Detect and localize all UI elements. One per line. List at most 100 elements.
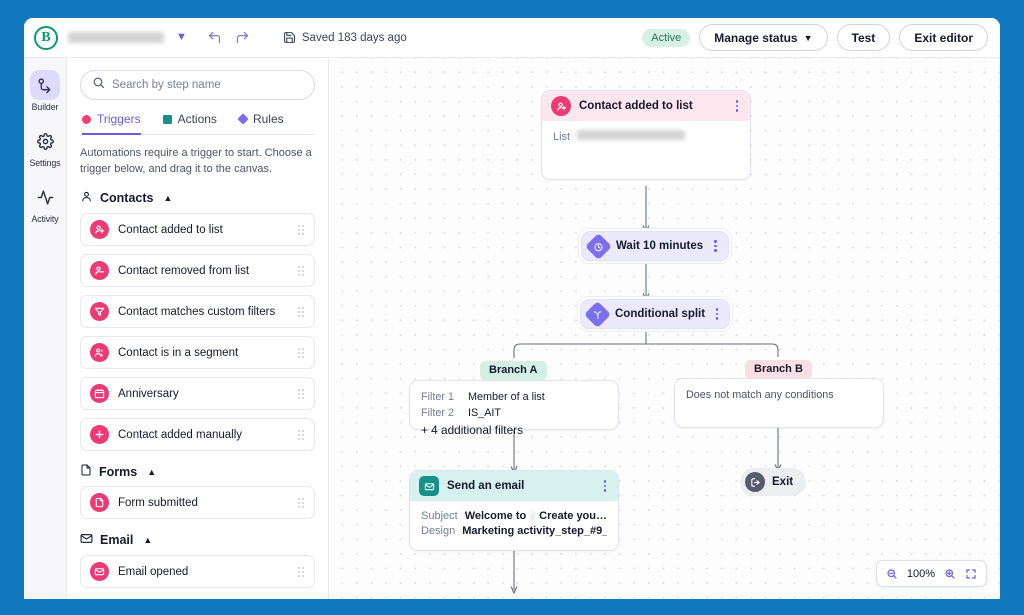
rail-item-activity[interactable]: Activity [24, 182, 66, 224]
zoom-in-icon[interactable] [944, 568, 956, 580]
search-icon [92, 76, 105, 94]
subject-before: Welcome to [464, 510, 527, 522]
search-box[interactable] [80, 70, 315, 100]
group-header-email[interactable]: Email ▲ [80, 532, 315, 548]
rule-marker-icon [237, 113, 249, 125]
field-value-redacted [577, 130, 686, 140]
panel-tabs: Triggers Actions Rules [80, 112, 315, 135]
exit-pill: Exit [740, 468, 807, 496]
chevron-up-icon: ▲ [143, 535, 153, 546]
node-title: Conditional split [615, 308, 706, 320]
node-split-pill: Conditional split [580, 299, 731, 329]
trigger-marker-icon [82, 114, 91, 124]
step-label: Contact is in a segment [118, 346, 239, 359]
node-contact-added-to-list[interactable]: Contact added to list List [541, 90, 751, 180]
redo-icon[interactable] [231, 26, 255, 50]
node-menu-icon[interactable] [601, 478, 609, 493]
step-card-contact-is-in-a-segment[interactable]: Contact is in a segment [80, 336, 315, 370]
node-body: Subject Welcome to Create you… Design Ma… [410, 501, 618, 550]
flow-canvas[interactable]: Contact added to list List Wait 10 minu [329, 58, 1000, 599]
zoom-out-icon[interactable] [886, 568, 898, 580]
drag-handle-icon[interactable] [298, 306, 304, 317]
tab-actions[interactable]: Actions [162, 112, 217, 135]
filter-key: Filter 2 [421, 407, 454, 419]
tab-triggers[interactable]: Triggers [82, 112, 141, 135]
node-title: Send an email [447, 480, 525, 492]
filter-value: IS_AIT [468, 407, 502, 419]
step-card-anniversary[interactable]: Anniversary [80, 377, 315, 411]
drag-handle-icon[interactable] [298, 429, 304, 440]
manage-status-label: Manage status [714, 30, 798, 45]
filter-key: Filter 1 [421, 391, 454, 403]
filter-icon [90, 302, 109, 322]
field-value: Welcome to Create you… [465, 510, 607, 522]
node-send-an-email[interactable]: Send an email Subject Welcome to Create … [409, 470, 619, 551]
step-card-contact-matches-custom-filters[interactable]: Contact matches custom filters [80, 295, 315, 329]
branch-a-filters-box[interactable]: Filter 1 Member of a list Filter 2 IS_AI… [409, 380, 619, 437]
people-icon [90, 343, 109, 363]
drag-handle-icon[interactable] [298, 497, 304, 508]
zoom-level-label: 100% [906, 567, 935, 580]
manage-status-button[interactable]: Manage status ▼ [699, 24, 828, 51]
steps-panel: Triggers Actions Rules Automations requi… [67, 58, 329, 599]
step-card-form-submitted[interactable]: Form submitted [80, 486, 315, 520]
field-value: Marketing activity_step_#9_copy … [462, 525, 607, 537]
step-label: Contact added to list [118, 223, 223, 236]
step-card-contact-added-to-list[interactable]: Contact added to list [80, 213, 315, 247]
group-header-contacts[interactable]: Contacts ▲ [80, 190, 315, 206]
title-dropdown-chevron-icon[interactable]: ▼ [176, 31, 187, 43]
person-add-icon [90, 220, 109, 240]
step-card-contact-removed-from-list[interactable]: Contact removed from list [80, 254, 315, 288]
node-menu-icon[interactable] [713, 306, 721, 321]
node-field-list: List [553, 130, 739, 143]
node-wait[interactable]: Wait 10 minutes [578, 228, 732, 264]
field-key: Design [421, 525, 456, 537]
tab-rules[interactable]: Rules [237, 112, 284, 135]
group-title-email: Email [100, 533, 134, 548]
group-header-forms[interactable]: Forms ▲ [80, 464, 315, 479]
branch-b-badge-wrap[interactable]: Branch B [743, 357, 814, 381]
panel-step-list[interactable]: Contacts ▲ Contact added to list Contact… [67, 177, 328, 599]
builder-icon [30, 70, 60, 100]
step-label: Email opened [118, 565, 189, 578]
chevron-down-icon: ▼ [803, 32, 813, 43]
drag-handle-icon[interactable] [298, 265, 304, 276]
zoom-control[interactable]: 100% [875, 560, 987, 587]
node-menu-icon[interactable] [711, 238, 719, 253]
rail-item-settings[interactable]: Settings [24, 126, 66, 168]
tab-triggers-label: Triggers [97, 112, 141, 126]
branch-a-badge-wrap[interactable]: Branch A [478, 358, 549, 382]
drag-handle-icon[interactable] [298, 566, 304, 577]
node-header: Contact added to list [542, 91, 750, 121]
test-button[interactable]: Test [836, 24, 891, 51]
top-bar-actions: Active Manage status ▼ Test Exit editor [642, 24, 988, 51]
action-marker-icon [162, 114, 172, 124]
rail-item-builder[interactable]: Builder [24, 70, 66, 112]
search-input[interactable] [112, 79, 303, 91]
chevron-up-icon: ▲ [163, 193, 173, 204]
exit-icon [745, 472, 765, 492]
additional-filters-text: + 4 additional filters [421, 423, 523, 437]
drag-handle-icon[interactable] [298, 224, 304, 235]
step-card-contact-added-manually[interactable]: Contact added manually [80, 418, 315, 452]
node-menu-icon[interactable] [733, 98, 741, 113]
fit-screen-icon[interactable] [965, 568, 977, 580]
step-card-email-opened[interactable]: Email opened [80, 555, 315, 589]
plus-icon [90, 425, 109, 445]
branch-b-conditions-box[interactable]: Does not match any conditions [674, 378, 884, 428]
envelope-icon [419, 476, 439, 496]
branch-b-badge: Branch B [745, 359, 812, 379]
drag-handle-icon[interactable] [298, 347, 304, 358]
chevron-up-icon: ▲ [147, 466, 157, 477]
node-field-design: Design Marketing activity_step_#9_copy … [421, 525, 607, 537]
automation-title-redacted [68, 32, 164, 43]
drag-handle-icon[interactable] [298, 388, 304, 399]
node-conditional-split[interactable]: Conditional split [577, 296, 734, 332]
mail-open-icon [90, 562, 109, 582]
exit-editor-button[interactable]: Exit editor [899, 24, 988, 51]
node-wait-pill: Wait 10 minutes [581, 231, 729, 261]
undo-icon[interactable] [203, 26, 227, 50]
envelope-icon [80, 532, 93, 548]
node-exit[interactable]: Exit [740, 468, 807, 496]
save-disk-icon [283, 31, 296, 44]
